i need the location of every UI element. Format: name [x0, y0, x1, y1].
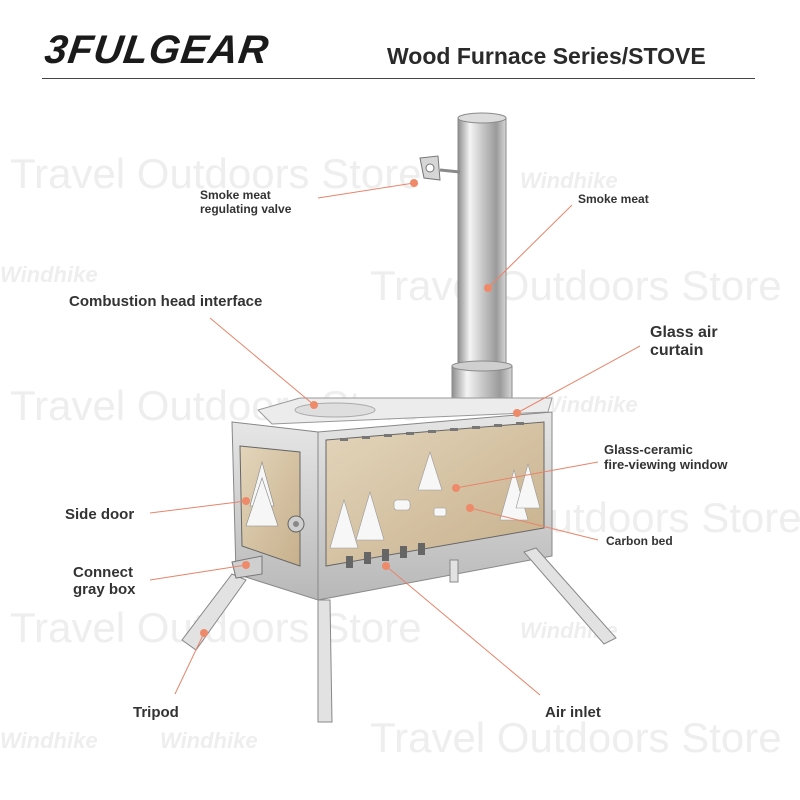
label-smoke-valve: Smoke meat regulating valve: [200, 188, 292, 217]
callout-dot: [310, 401, 318, 409]
label-line: Connect: [73, 564, 133, 581]
label-line: Smoke meat: [200, 188, 271, 202]
valve-handle: [419, 155, 461, 181]
label-air-inlet: Air inlet: [545, 704, 601, 721]
callout-dot: [484, 284, 492, 292]
label-line: Glass-ceramic: [604, 442, 693, 457]
callout-dot: [200, 629, 208, 637]
side-panel: [231, 421, 319, 601]
callout-dot: [410, 179, 418, 187]
front-panel: [317, 411, 553, 601]
label-line: regulating valve: [200, 201, 292, 216]
label-line: curtain: [650, 342, 704, 360]
label-glass-window: Glass-ceramic fire-viewing window: [604, 442, 728, 473]
series-title: Wood Furnace Series/STOVE: [387, 43, 706, 69]
label-side-door: Side door: [65, 506, 135, 523]
callout-dot: [513, 409, 521, 417]
label-gray-box: Connect gray box: [73, 564, 136, 599]
label-tripod: Tripod: [133, 704, 179, 721]
callout-dot: [242, 561, 250, 569]
label-line: fire-viewing window: [604, 456, 728, 472]
label-carbon-bed: Carbon bed: [606, 534, 673, 548]
callout-dot: [382, 562, 390, 570]
label-line: gray box: [73, 581, 136, 599]
label-smoke-meat: Smoke meat: [578, 192, 649, 206]
callout-dot: [466, 504, 474, 512]
label-glass-air-curtain: Glass air curtain: [650, 324, 718, 361]
header-divider: [42, 78, 755, 79]
label-combustion-head: Combustion head interface: [69, 293, 263, 310]
label-line: Glass air: [650, 324, 718, 341]
callout-dot: [242, 497, 250, 505]
stove-legs: [181, 547, 617, 723]
callout-dot: [452, 484, 460, 492]
